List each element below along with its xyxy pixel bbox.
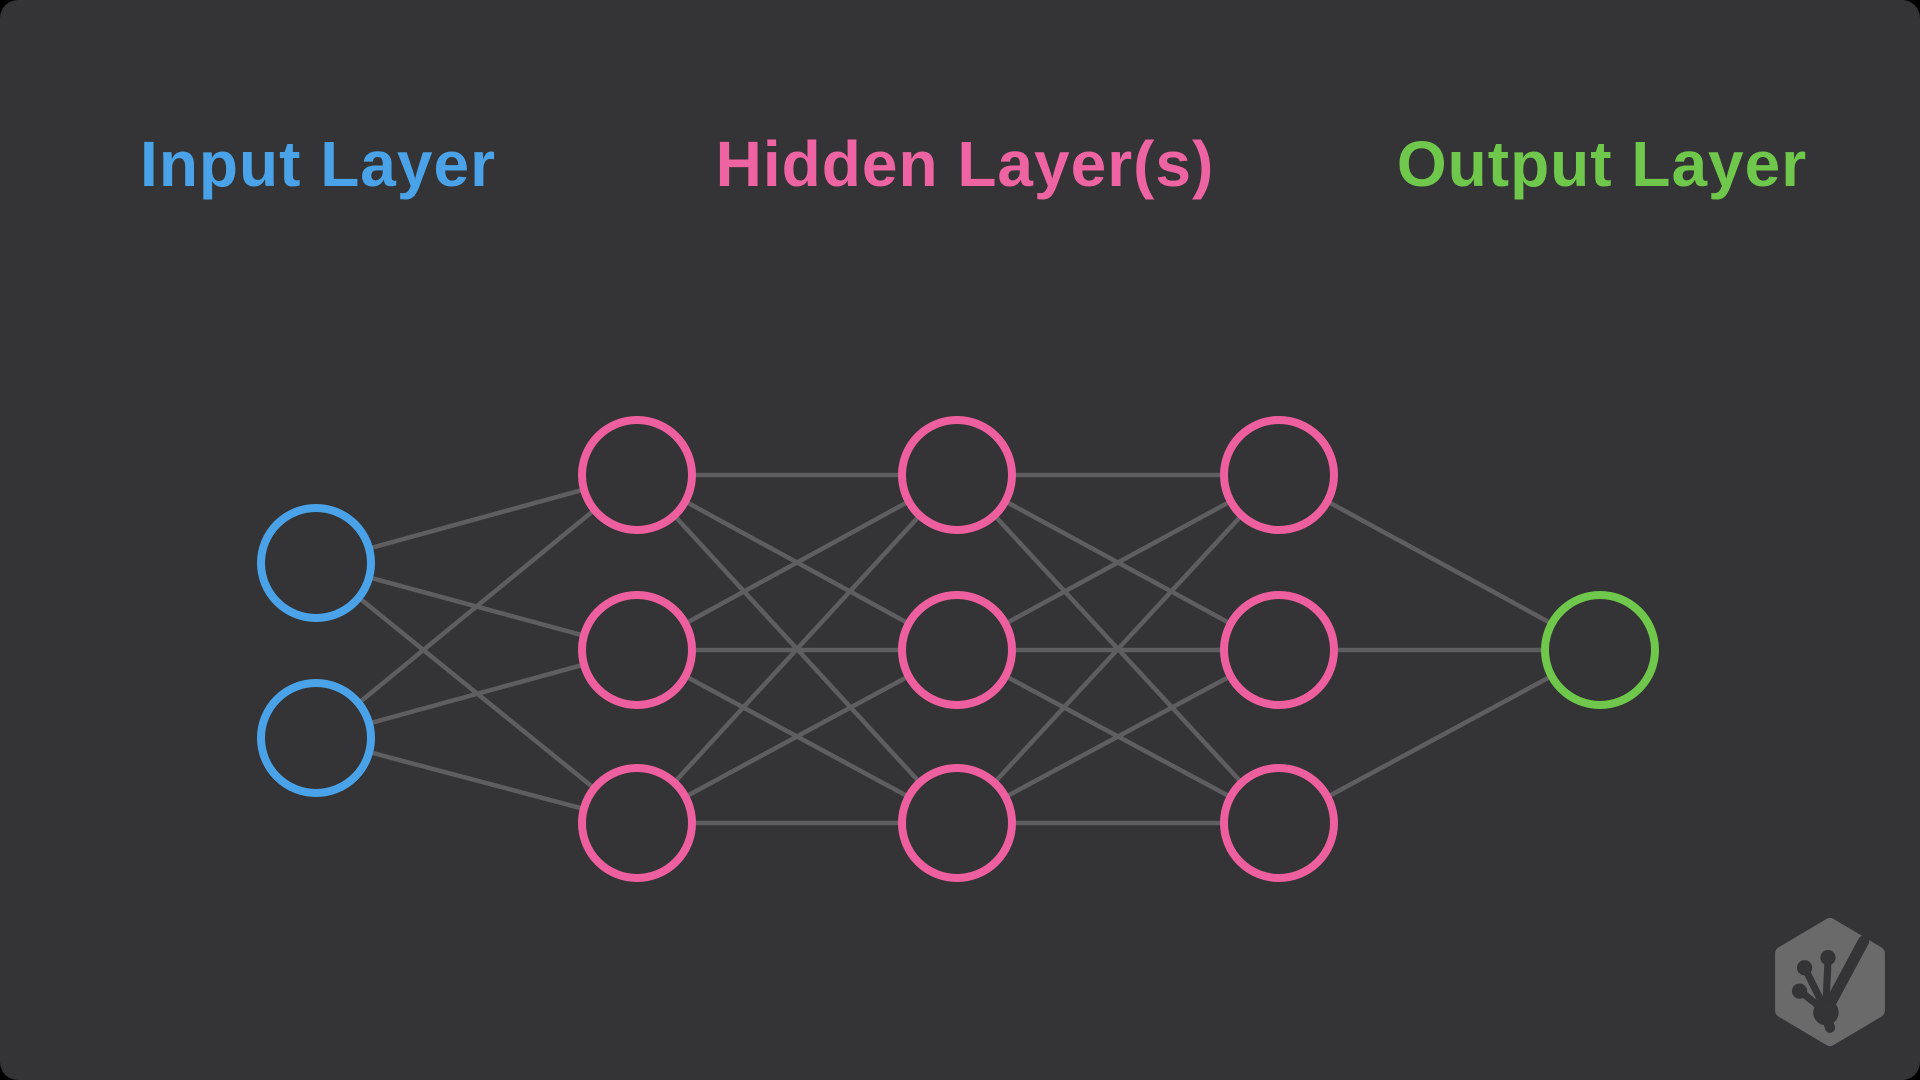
edge-hidden-2-3-to-hidden-3-1: [955, 473, 1281, 825]
node-hidden-2-1: [898, 416, 1016, 534]
node-output-1: [1541, 591, 1659, 709]
node-input-2: [257, 679, 375, 797]
frog-footprint-icon: [1791, 935, 1870, 1033]
edge-hidden-3-3-to-output-1: [1277, 648, 1602, 825]
edge-hidden-3-1-to-output-1: [1277, 473, 1602, 652]
edge-hidden-1-2-to-hidden-2-1: [635, 473, 959, 652]
node-hidden-2-3: [898, 764, 1016, 882]
edge-input-2-to-hidden-1-1: [314, 473, 639, 740]
edge-hidden-2-2-to-hidden-3-1: [955, 473, 1281, 652]
node-hidden-1-3: [578, 764, 696, 882]
node-hidden-3-1: [1220, 416, 1338, 534]
treehouse-logo: [1775, 917, 1885, 1047]
input-layer-label: Input Layer: [140, 128, 496, 200]
output-layer-label: Output Layer: [1396, 128, 1808, 200]
edge-hidden-1-3-to-hidden-2-2: [635, 648, 959, 825]
node-input-1: [257, 504, 375, 622]
hidden-layer-label: Hidden Layer(s): [715, 128, 1215, 200]
node-hidden-3-2: [1220, 591, 1338, 709]
node-hidden-2-2: [898, 591, 1016, 709]
node-hidden-1-2: [578, 591, 696, 709]
node-hidden-1-1: [578, 416, 696, 534]
node-hidden-3-3: [1220, 764, 1338, 882]
edge-hidden-2-3-to-hidden-3-2: [955, 648, 1281, 825]
edge-hidden-1-3-to-hidden-2-1: [635, 473, 959, 825]
